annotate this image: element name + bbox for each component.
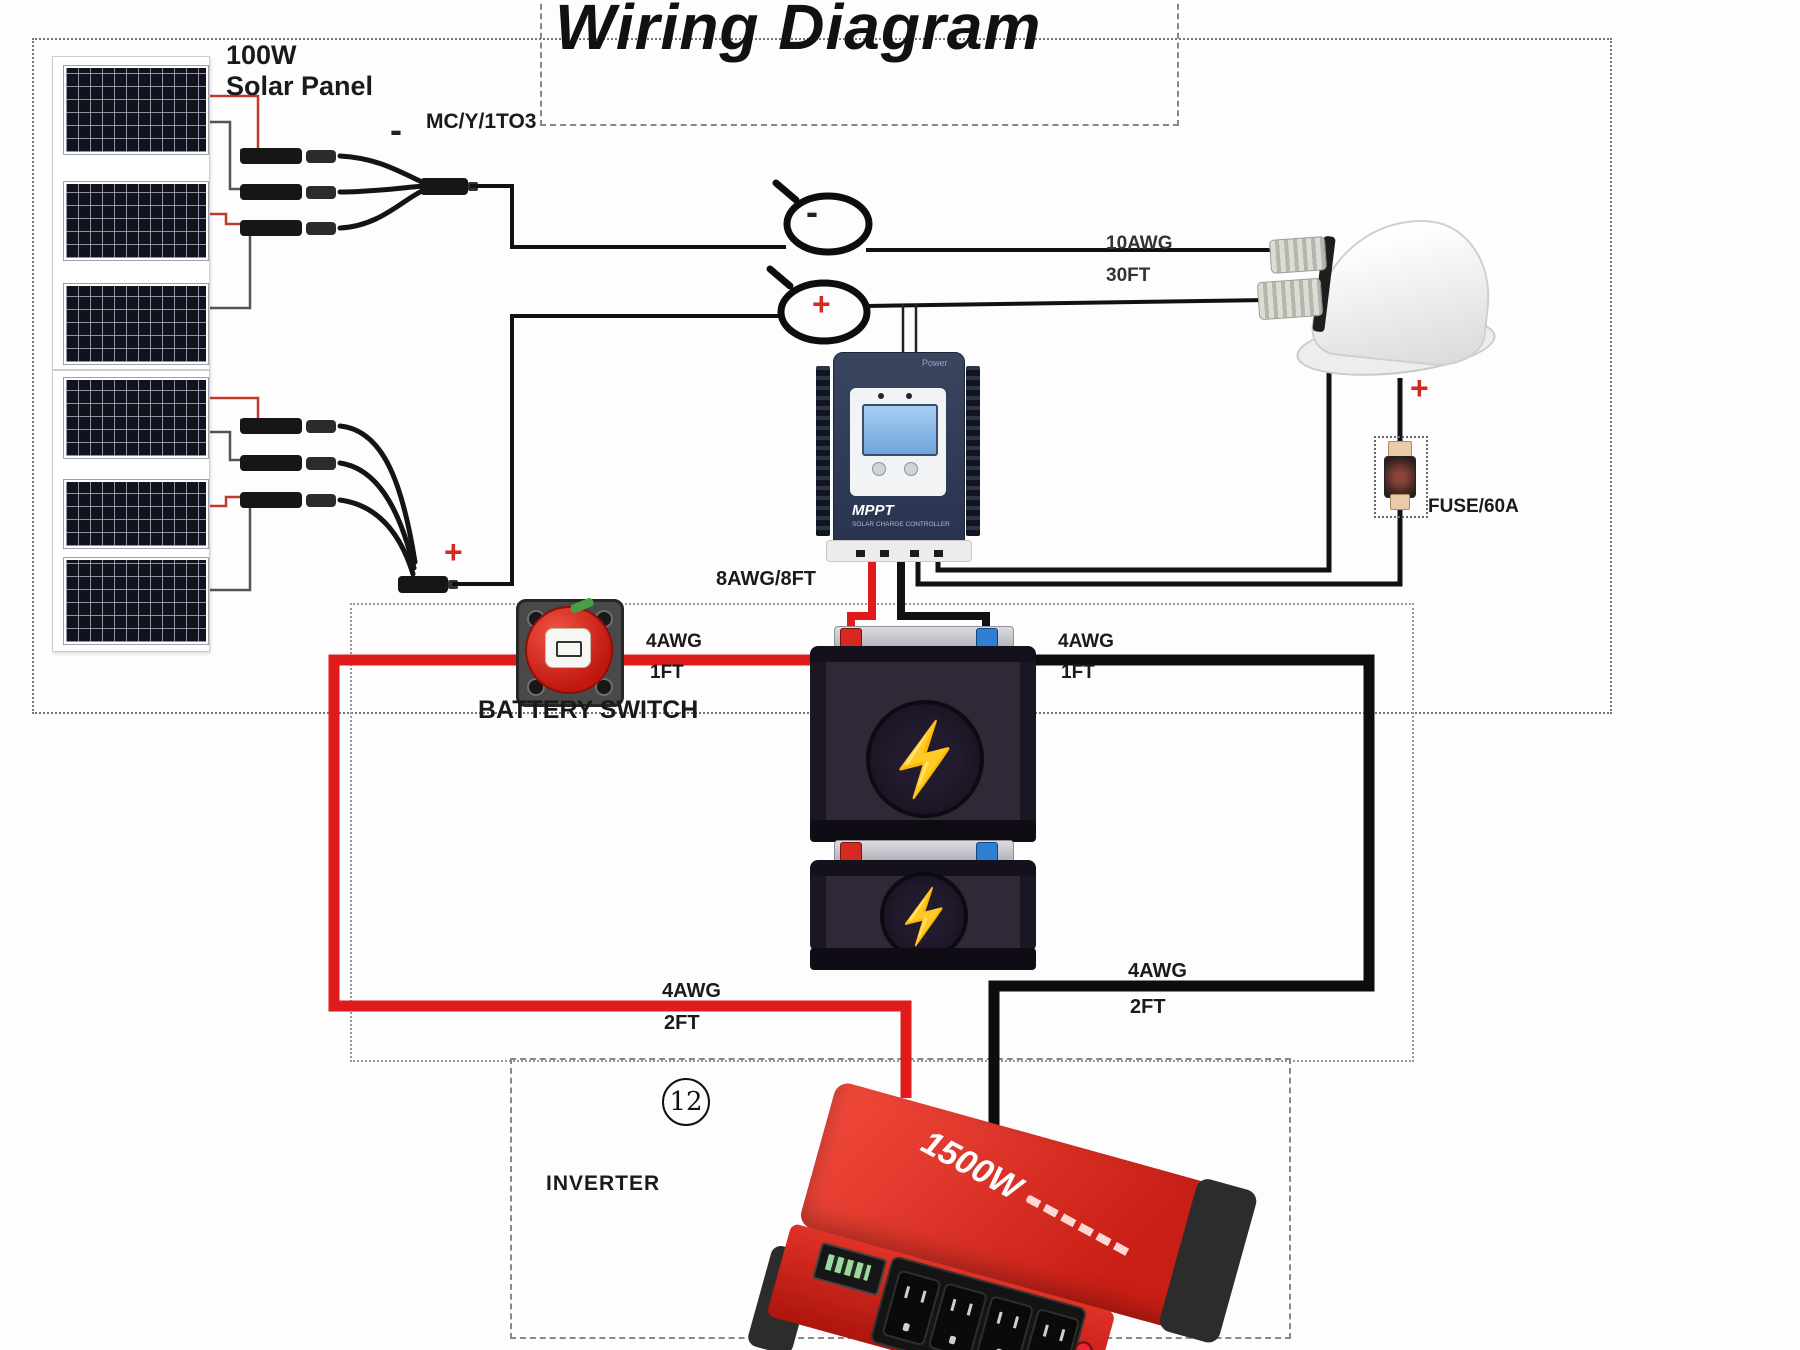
pv-wire-gauge-label: 10AWG [1106,233,1173,254]
inverter-display [811,1241,888,1297]
solar-panel-2 [63,181,209,261]
branch-connector-label: MC/Y/1TO3 [426,110,537,133]
solar-panel-4 [63,377,209,459]
battery-inverter-positive [328,654,912,1098]
controller-button [872,462,886,476]
lightning-icon: ⚡ [888,884,960,950]
plus-sign-pv-run: + [812,286,831,322]
controller-flange [826,540,972,562]
inverter-wire-left-gauge: 4AWG [662,980,721,1002]
controller-subtitle: SOLAR CHARGE CONTROLLER [852,521,950,528]
controller-lcd-screen [862,404,938,456]
battery-switch-dial [545,628,591,668]
battery-1-base [810,820,1036,842]
lightning-icon: ⚡ [877,713,973,804]
battery-icon [556,641,582,657]
solar-panel-6 [63,557,209,645]
battery-wire-left-gauge: 4AWG [646,631,702,652]
wire-coil-negative [783,192,873,256]
battery-wire-right-length: 1FT [1061,662,1095,683]
plus-sign-y-branch: + [444,534,463,570]
controller-brand: MPPT [852,502,894,519]
battery-wire-right-gauge: 4AWG [1058,631,1114,652]
inverter-1500w: 1500W [745,1070,1260,1350]
pv-negative-wire [470,184,786,249]
solar-panel-1 [63,65,209,155]
gland-nozzle-bottom [1256,277,1324,321]
inverter-wattage: 1500W [915,1123,1143,1271]
gland-negative-down-wire [935,372,1332,573]
fuse-frame [1374,436,1428,518]
controller-heatsink-right [966,366,980,536]
inverter-tagline-text [1024,1194,1135,1259]
circled-number-12: 12 [662,1078,710,1126]
title-frame [540,0,1179,126]
solar-panel-5 [63,479,209,549]
mc4-connectors [240,148,478,593]
minus-sign-y-branch: - [390,109,402,150]
inverter-wire-right-length: 2FT [1130,996,1166,1018]
wire-coil-positive [777,279,871,345]
gland-nozzle-top [1268,236,1328,274]
fuse-60a [1384,456,1416,498]
solar-panel-3 [63,283,209,365]
fuse-label: FUSE/60A [1428,496,1519,517]
page-title: Wiring Diagram [555,0,1042,63]
controller-power-label: Power [922,358,948,368]
controller-heatsink-left [816,366,830,536]
pv-wire-length-label: 30FT [1106,265,1151,286]
battery-wire-left-length: 1FT [650,662,684,683]
fuse-cap-bottom [1390,494,1410,510]
controller-sensor-wires [901,304,918,355]
y-branch-plus [337,423,418,577]
minus-sign-pv-run: - [806,191,818,232]
controller-wire-label: 8AWG/8FT [716,568,817,590]
y-branch-minus [337,153,427,231]
plus-sign-fuse: + [1410,370,1429,406]
inverter-end-cap [1157,1176,1260,1346]
pv-positive-wire [452,314,780,586]
fuse-controller-wire [915,508,1403,587]
inverter-wire-left-length: 2FT [664,1012,700,1034]
battery-switch-label: BATTERY SWITCH [478,696,699,724]
battery-section-frame [350,603,1414,1062]
controller-button [904,462,918,476]
battery-2-base [810,948,1036,970]
inverter-wire-right-gauge: 4AWG [1128,960,1187,982]
inverter-label: INVERTER [546,1172,661,1195]
solar-panel-label: 100W Solar Panel [226,40,374,101]
battery-inverter-negative [987,654,1375,1130]
